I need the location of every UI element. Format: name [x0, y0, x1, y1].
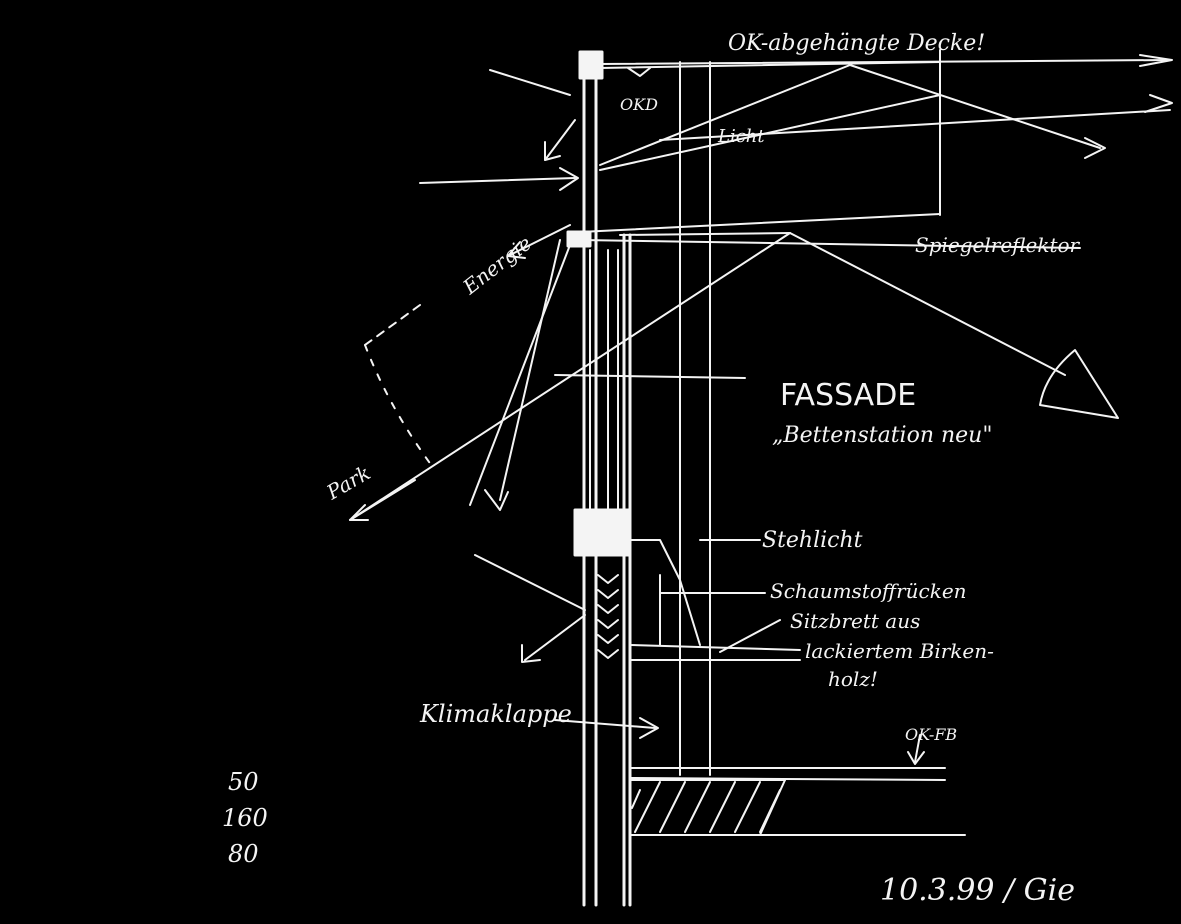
label-ok-fb: OK-FB [905, 725, 957, 744]
label-okd: OKD [620, 95, 658, 114]
bench-detail [597, 539, 801, 661]
label-energie: Energie [458, 231, 537, 300]
dimension-list: 50 160 80 [222, 768, 268, 868]
label-fassade-title: FASSADE [780, 378, 916, 413]
light-rays [349, 54, 1173, 521]
label-ok-decke: OK-abgehängte Decke! [728, 31, 985, 56]
label-schaumstoffruecken: Schaumstoffrücken [770, 579, 967, 603]
energy-arrows [349, 69, 1119, 663]
dimension-3: 80 [228, 840, 259, 868]
label-date-signature: 10.3.99 / Gie [880, 873, 1075, 908]
label-spiegelreflektor: Spiegelreflektor [915, 233, 1081, 257]
label-sitzbrett-line1: Sitzbrett aus [790, 609, 920, 633]
label-licht: Licht [717, 126, 765, 147]
ceiling-lines [554, 59, 1171, 379]
label-stehlicht: Stehlicht [762, 528, 863, 553]
floor-slab [629, 767, 966, 836]
dimension-1: 50 [228, 768, 259, 796]
facade-wall [566, 50, 632, 907]
label-sitzbrett-line3: holz! [828, 667, 878, 691]
leader-lines [554, 67, 925, 765]
interior-verticals [589, 49, 941, 776]
label-park: Park [322, 460, 375, 504]
dimension-2: 160 [222, 804, 268, 832]
label-fassade-subtitle: „Bettenstation neu" [772, 423, 992, 448]
label-klimaklappe: Klimaklappe [419, 700, 572, 728]
label-sitzbrett-line2: lackiertem Birken- [805, 639, 994, 663]
